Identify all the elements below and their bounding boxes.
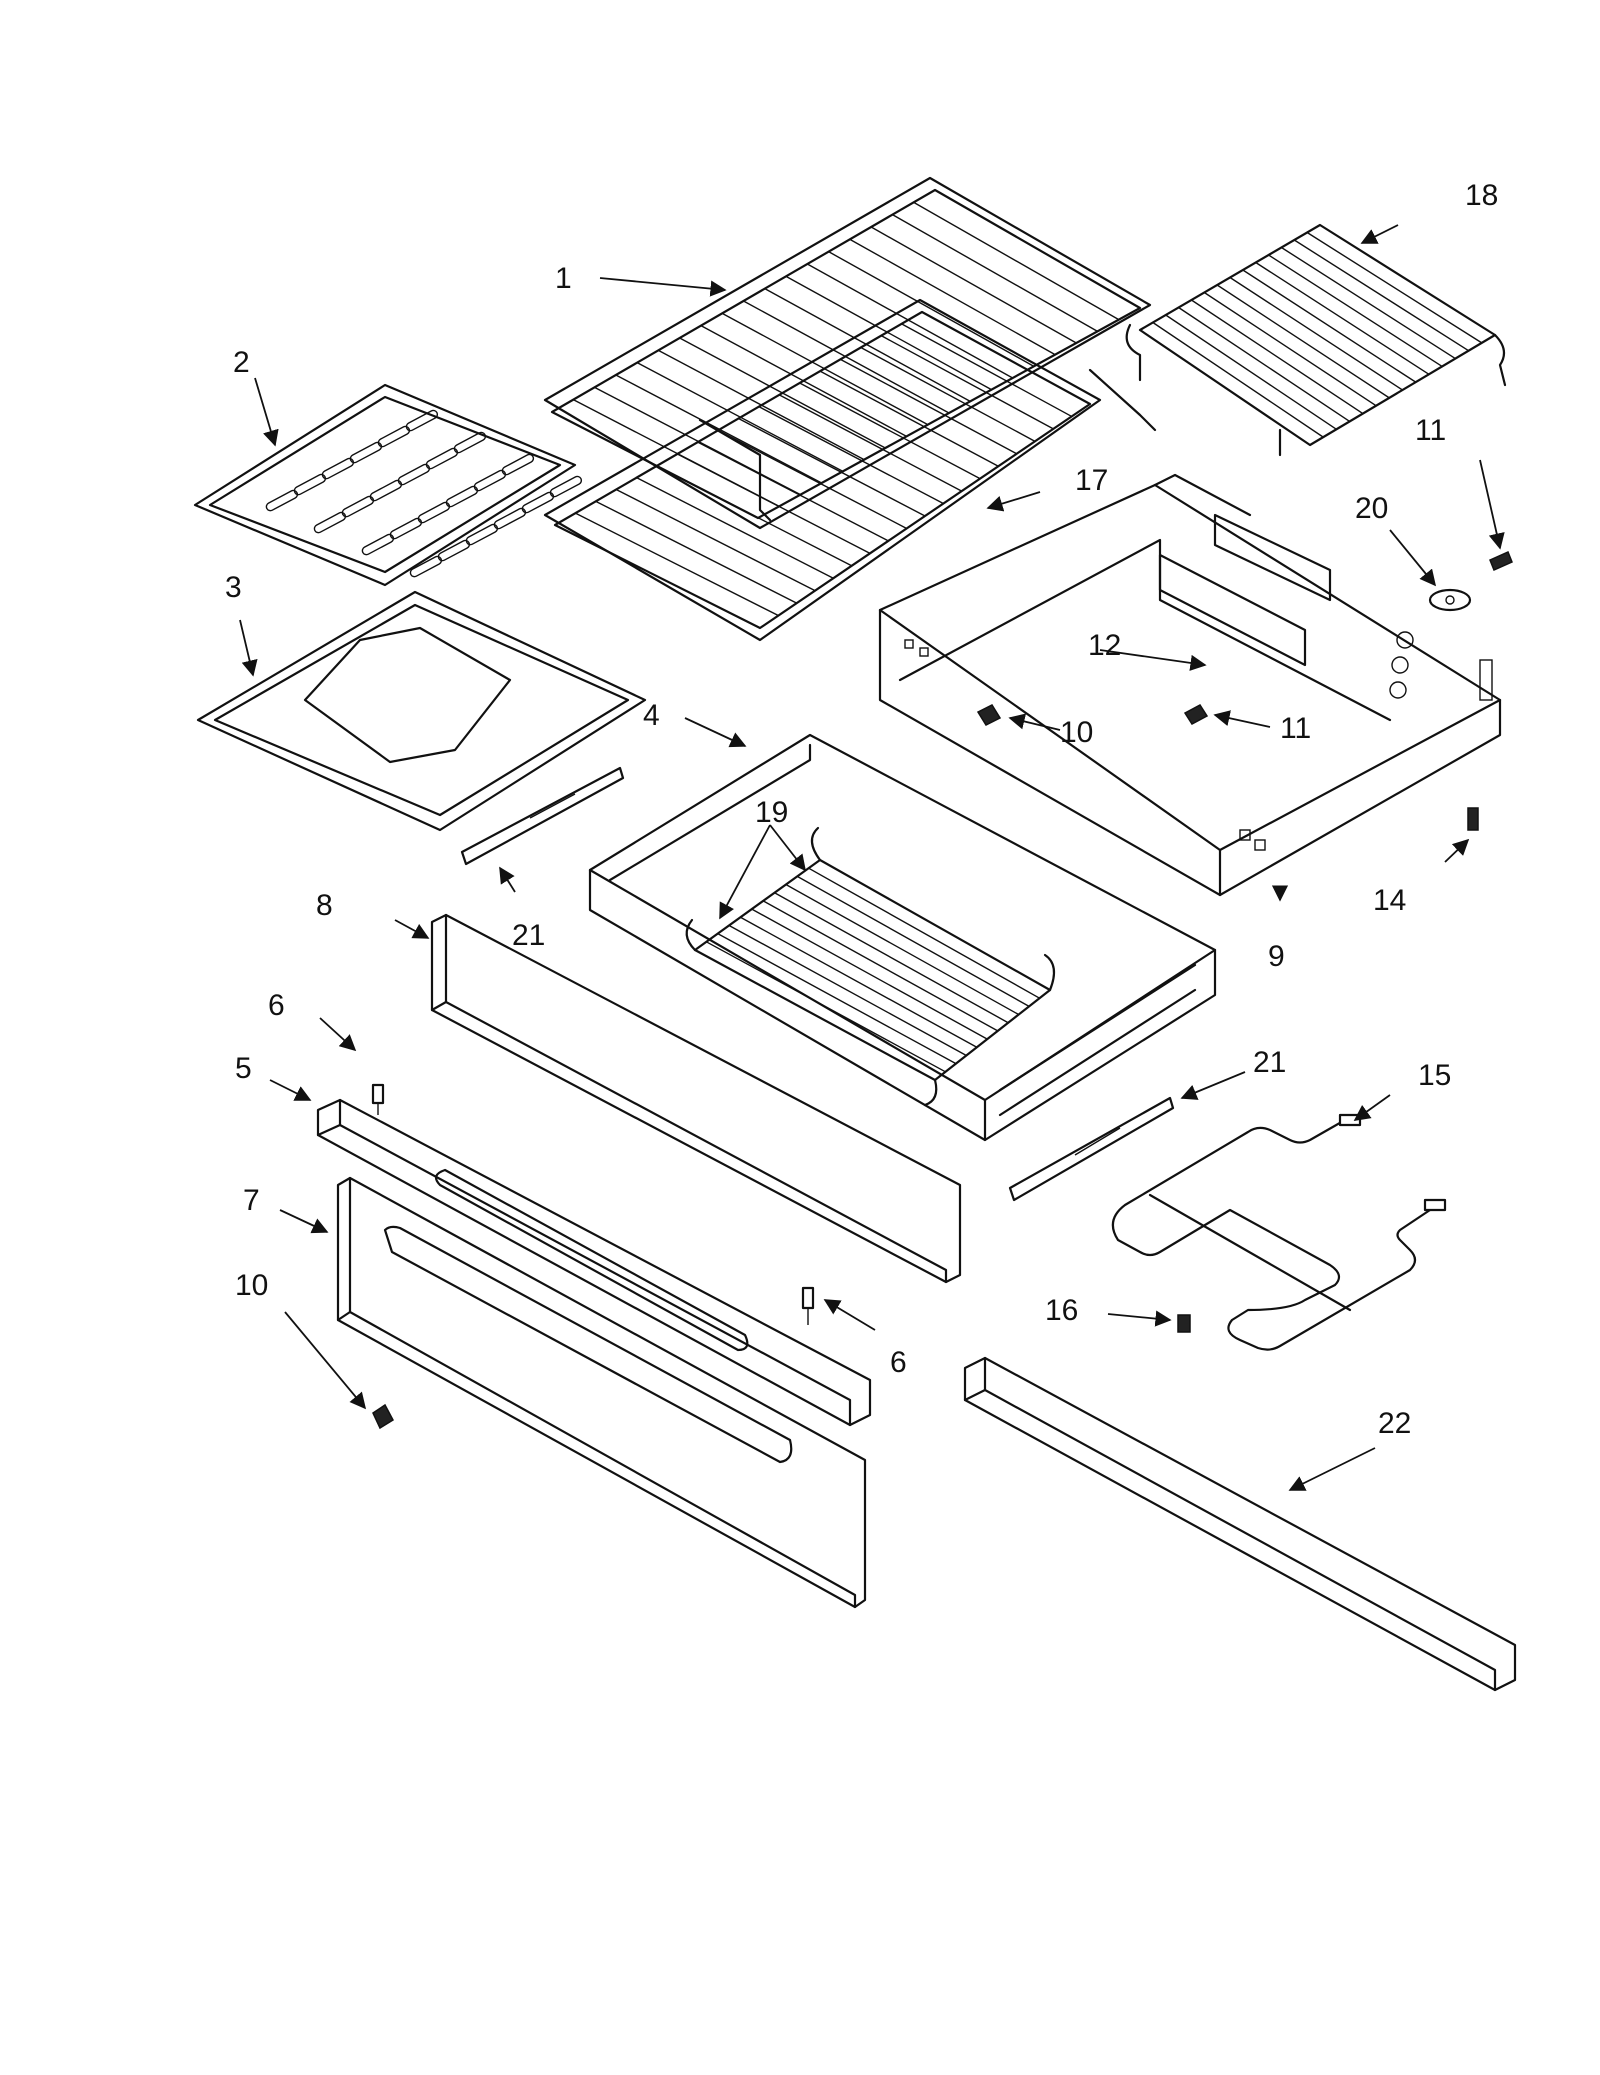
callout-4: 4 [643, 699, 660, 732]
callout-11b: 11 [1280, 712, 1311, 745]
screw-11b [1183, 704, 1209, 725]
oven-rack-lower [543, 298, 1102, 642]
screw-16 [1177, 1314, 1191, 1333]
bake-element [1111, 1113, 1447, 1351]
leader-lines [239, 224, 1505, 1491]
callout-5: 5 [235, 1052, 252, 1085]
screw-14 [1467, 807, 1479, 831]
broiler-pan [196, 590, 647, 832]
half-rack [1125, 223, 1507, 457]
broiler-pan-grid [193, 383, 583, 587]
callout-19: 19 [755, 796, 788, 829]
thermal-fuse [1428, 588, 1472, 612]
callout-2: 2 [233, 346, 250, 379]
drawer-handle-trim [316, 1098, 872, 1427]
callout-6b: 6 [890, 1346, 907, 1379]
callout-18: 18 [1465, 179, 1498, 212]
callout-12: 12 [1088, 629, 1121, 662]
screw-11a [1489, 550, 1513, 572]
callout-21b: 21 [1253, 1046, 1286, 1079]
oven-rack-upper [543, 176, 1157, 530]
callout-7: 7 [243, 1184, 260, 1217]
kick-plate [963, 1356, 1517, 1692]
callout-10a: 10 [1060, 716, 1093, 749]
callout-10b: 10 [235, 1269, 268, 1302]
screw-6a [371, 1083, 385, 1115]
callout-6a: 6 [268, 989, 285, 1022]
drawer-slide-right [1008, 1096, 1175, 1202]
screw-6b [801, 1286, 815, 1325]
drawer-outer-panel [336, 1176, 867, 1609]
screw-10a [976, 704, 1002, 726]
callout-17: 17 [1075, 464, 1108, 497]
drawer-rack [685, 826, 1056, 1107]
drawer-front-panel [430, 913, 962, 1284]
drawer-box [588, 733, 1217, 1142]
callout-9: 9 [1268, 940, 1285, 973]
callout-16: 16 [1045, 1294, 1078, 1327]
drawer-housing [878, 473, 1502, 897]
drawer-slide-left [460, 766, 625, 866]
callout-11a: 11 [1415, 414, 1446, 447]
callout-22: 22 [1378, 1407, 1411, 1440]
callout-8: 8 [316, 889, 333, 922]
callout-labels: 1 2 3 4 5 6 6 7 8 9 10 10 11 11 12 14 15… [225, 179, 1498, 1440]
callout-1: 1 [555, 262, 572, 295]
callout-15: 15 [1418, 1059, 1451, 1092]
callout-20: 20 [1355, 492, 1388, 525]
callout-3: 3 [225, 571, 242, 604]
screw-10b [372, 1403, 394, 1430]
callout-14: 14 [1373, 884, 1406, 917]
callout-21a: 21 [512, 919, 545, 952]
